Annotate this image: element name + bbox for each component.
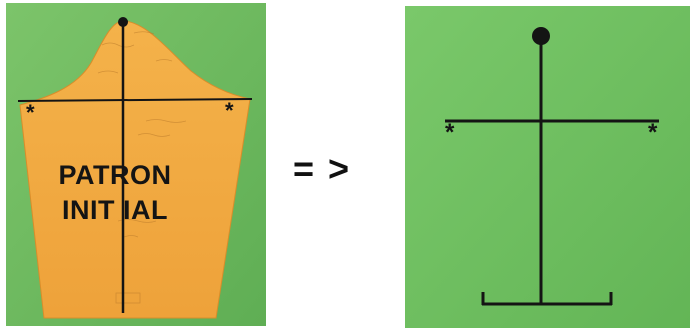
equals-arrow-symbol: = > (293, 148, 352, 189)
left-star-marker-right: * (225, 98, 234, 123)
pattern-label: PATRON INIT IAL (20, 158, 210, 228)
sleeve-pattern-shape (19, 20, 251, 319)
sleeve-top-dot (118, 17, 128, 27)
pattern-label-line1: PATRON (58, 160, 172, 190)
left-star-marker-left: * (26, 100, 35, 125)
right-star-marker-right: * (648, 119, 658, 146)
pattern-label-line2: INIT IAL (62, 195, 168, 225)
diagram-top-dot (532, 27, 550, 45)
sleeve-pattern-photo (6, 3, 266, 326)
right-star-marker-left: * (445, 119, 455, 146)
bicep-line (17, 98, 253, 102)
simplified-diagram-photo (405, 6, 690, 328)
